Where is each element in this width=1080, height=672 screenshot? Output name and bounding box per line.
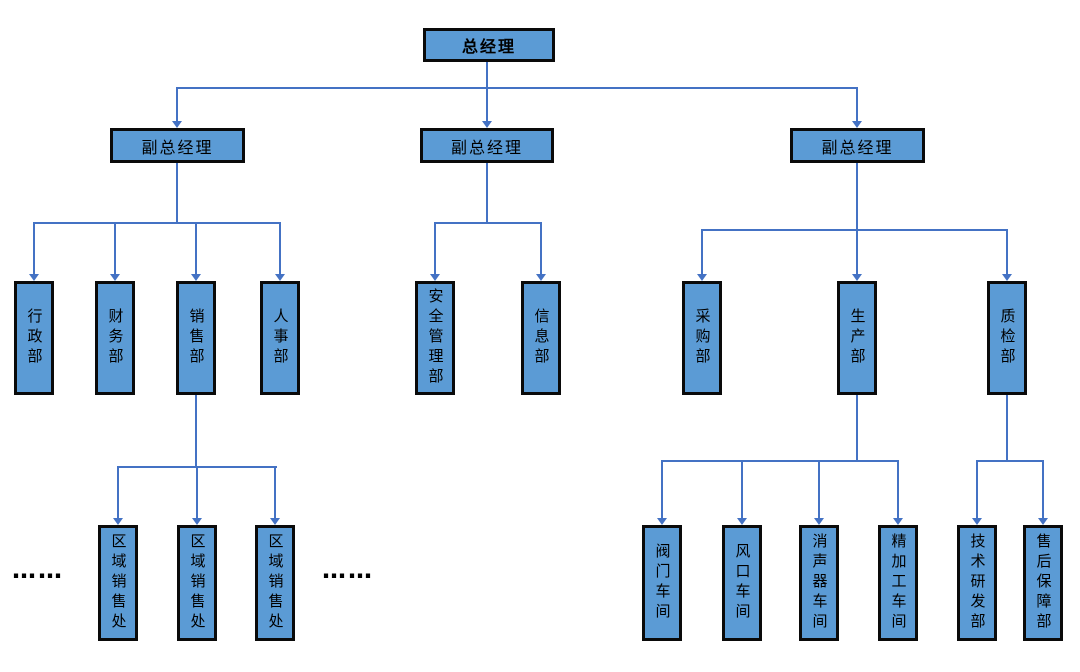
arrow-down-icon [536, 274, 546, 281]
ellipsis-right: …… [322, 556, 374, 584]
arrow-down-icon [191, 274, 201, 281]
node-label: 阀门车间 [653, 543, 672, 623]
node-hr-dept: 人事部 [260, 281, 300, 395]
connector [856, 395, 858, 461]
connector [818, 460, 820, 518]
connector [196, 466, 198, 518]
node-label: 质检部 [998, 308, 1017, 368]
ellipsis-left: …… [12, 556, 64, 584]
node-aftersales-dept: 售后保障部 [1023, 525, 1063, 641]
connector [33, 222, 281, 224]
connector [176, 88, 178, 121]
connector [117, 466, 119, 518]
node-valve-workshop: 阀门车间 [642, 525, 682, 641]
arrow-down-icon [172, 121, 182, 128]
node-label: 销售部 [187, 308, 206, 368]
node-regional-sales-3: 区域销售处 [255, 525, 295, 641]
node-safety-mgmt-dept: 安全管理部 [415, 281, 455, 395]
arrow-down-icon [192, 518, 202, 525]
connector [856, 163, 858, 274]
arrow-down-icon [657, 518, 667, 525]
node-label: 精加工车间 [889, 533, 908, 633]
connector [33, 222, 35, 274]
connector [661, 460, 663, 518]
connector [114, 222, 116, 274]
node-label: 消声器车间 [810, 533, 829, 633]
node-label: 风口车间 [733, 543, 752, 623]
connector [486, 88, 488, 121]
node-airvent-workshop: 风口车间 [722, 525, 762, 641]
arrow-down-icon [1002, 274, 1012, 281]
node-rnd-dept: 技术研发部 [957, 525, 997, 641]
connector [1006, 395, 1008, 461]
node-label: 生产部 [848, 308, 867, 368]
arrow-down-icon [1038, 518, 1048, 525]
arrow-down-icon [852, 121, 862, 128]
arrow-down-icon [430, 274, 440, 281]
connector [176, 163, 178, 223]
connector [856, 88, 858, 121]
node-deputy-gm-3: 副总经理 [790, 128, 925, 163]
connector [540, 222, 542, 274]
connector [1006, 229, 1008, 274]
node-label: 财务部 [106, 308, 125, 368]
arrow-down-icon [814, 518, 824, 525]
arrow-down-icon [737, 518, 747, 525]
connector [661, 460, 898, 462]
connector [1042, 460, 1044, 518]
node-label: 区域销售处 [188, 533, 207, 633]
connector [176, 87, 858, 89]
arrow-down-icon [972, 518, 982, 525]
node-label: 区域销售处 [109, 533, 128, 633]
arrow-down-icon [270, 518, 280, 525]
node-label: 信息部 [532, 308, 551, 368]
connector [195, 222, 197, 274]
node-finishing-workshop: 精加工车间 [878, 525, 918, 641]
connector [976, 460, 978, 518]
arrow-down-icon [482, 121, 492, 128]
arrow-down-icon [113, 518, 123, 525]
connector [701, 229, 703, 274]
node-regional-sales-1: 区域销售处 [98, 525, 138, 641]
node-label: 采购部 [693, 308, 712, 368]
node-production-dept: 生产部 [837, 281, 877, 395]
node-regional-sales-2: 区域销售处 [177, 525, 217, 641]
node-label: 技术研发部 [968, 533, 987, 633]
arrow-down-icon [275, 274, 285, 281]
node-quality-dept: 质检部 [987, 281, 1027, 395]
node-sales-dept: 销售部 [176, 281, 216, 395]
arrow-down-icon [29, 274, 39, 281]
node-label: 售后保障部 [1034, 533, 1053, 633]
node-deputy-gm-2: 副总经理 [420, 128, 554, 163]
node-deputy-gm-1: 副总经理 [110, 128, 245, 163]
arrow-down-icon [893, 518, 903, 525]
node-muffler-workshop: 消声器车间 [799, 525, 839, 641]
node-finance-dept: 财务部 [95, 281, 135, 395]
connector [434, 222, 542, 224]
node-label: 行政部 [25, 308, 44, 368]
arrow-down-icon [852, 274, 862, 281]
arrow-down-icon [110, 274, 120, 281]
node-admin-dept: 行政部 [14, 281, 54, 395]
connector [701, 229, 1007, 231]
arrow-down-icon [697, 274, 707, 281]
node-information-dept: 信息部 [521, 281, 561, 395]
node-general-manager: 总经理 [423, 28, 555, 62]
connector [434, 222, 436, 274]
connector [486, 163, 488, 223]
connector [486, 62, 488, 88]
connector [976, 460, 1044, 462]
connector [274, 466, 276, 518]
connector [741, 460, 743, 518]
connector [897, 460, 899, 518]
node-label: 人事部 [271, 308, 290, 368]
node-procurement-dept: 采购部 [682, 281, 722, 395]
connector [279, 222, 281, 274]
node-label: 区域销售处 [266, 533, 285, 633]
connector [195, 395, 197, 467]
node-label: 安全管理部 [426, 288, 445, 388]
